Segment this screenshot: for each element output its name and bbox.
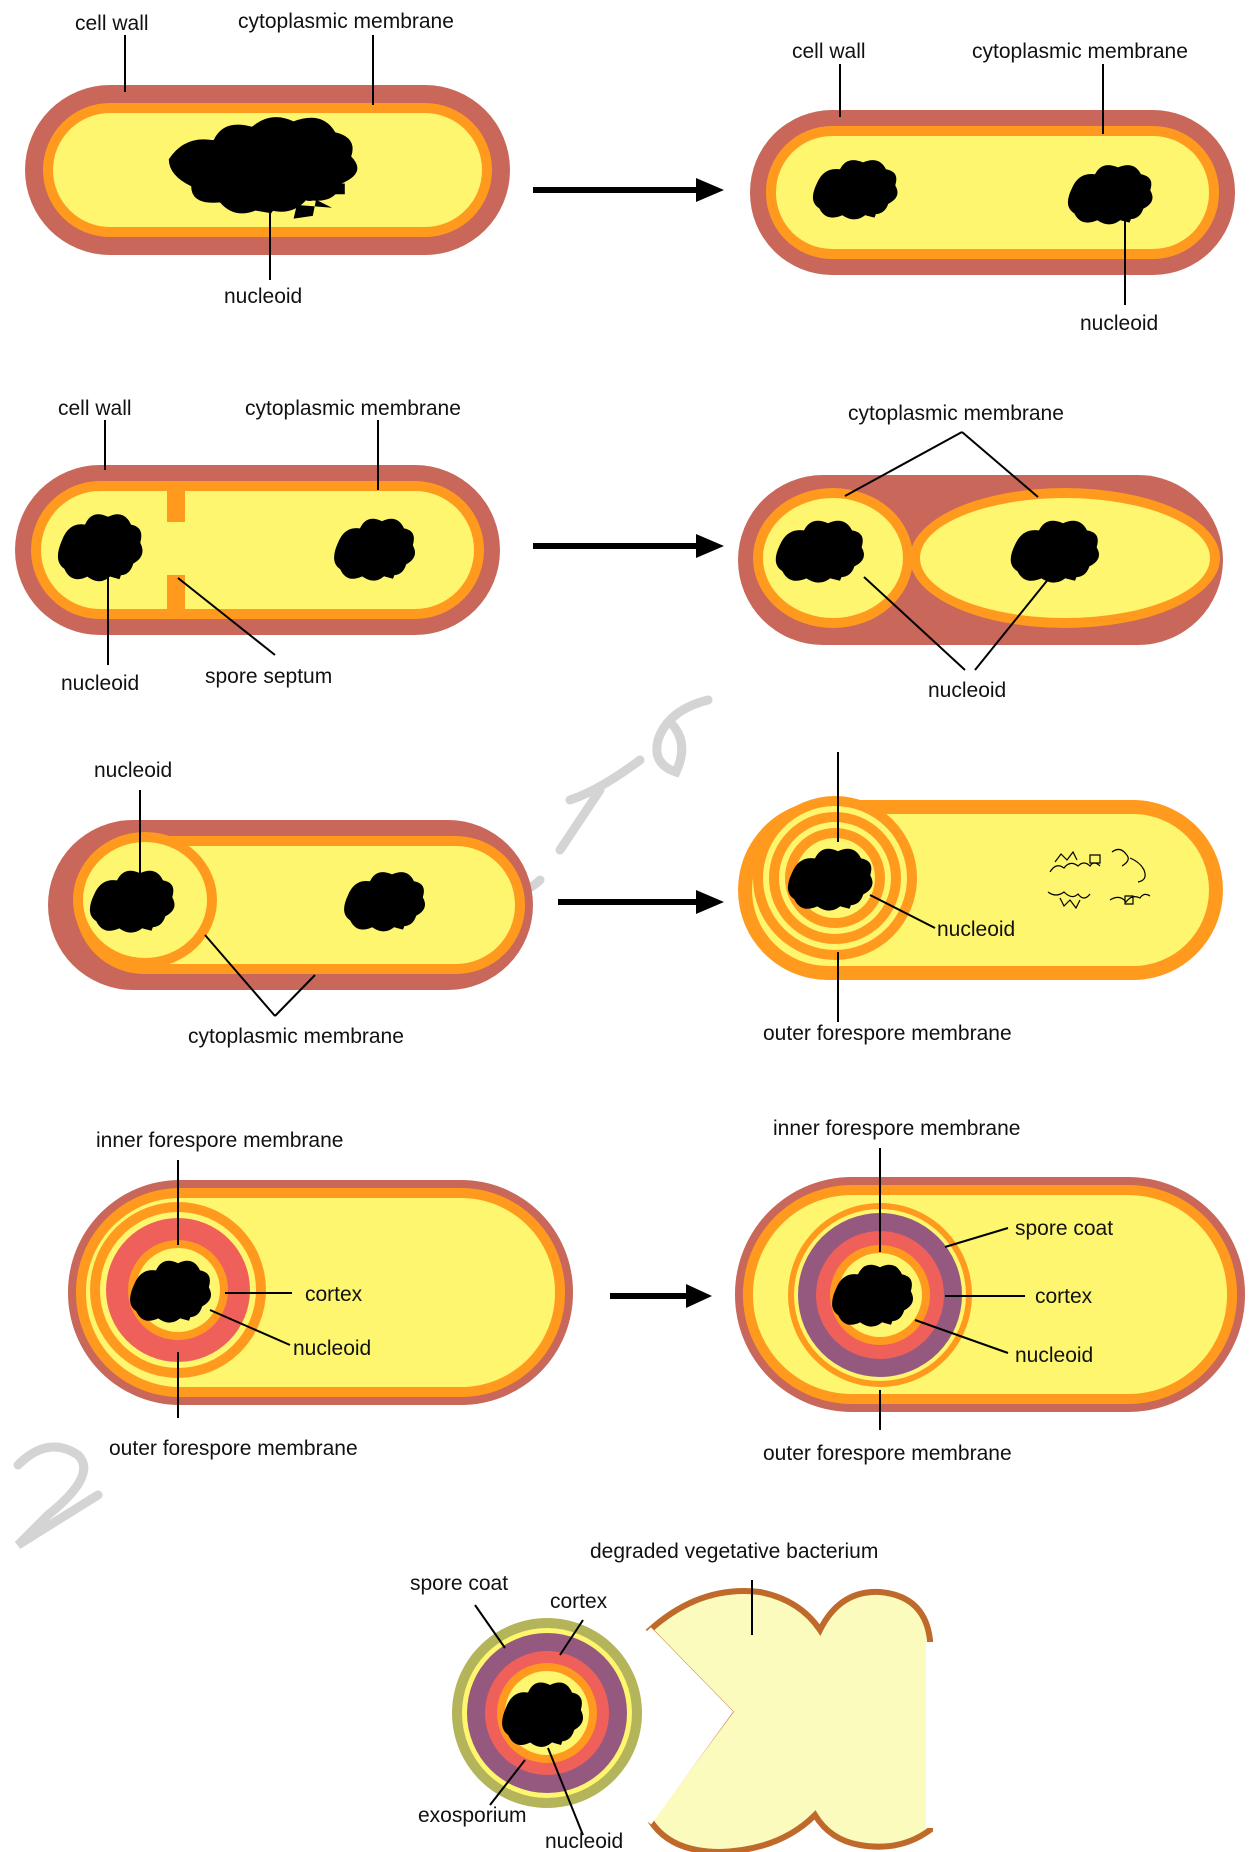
label-cell-wall: cell wall <box>58 397 132 420</box>
label-cytoplasmic-membrane: cytoplasmic membrane <box>188 1025 404 1048</box>
label-inner-forespore-membrane: inner forespore membrane <box>96 1129 343 1152</box>
cell-row3-left <box>48 820 533 990</box>
label-cytoplasmic-membrane: cytoplasmic membrane <box>972 40 1188 63</box>
label-nucleoid: nucleoid <box>1015 1344 1093 1367</box>
label-cortex: cortex <box>305 1283 363 1306</box>
label-spore-coat: spore coat <box>410 1572 508 1595</box>
label-exosporium: exosporium <box>418 1804 527 1827</box>
label-outer-forespore-membrane: outer forespore membrane <box>763 1022 1012 1045</box>
cell-row3-right <box>738 796 1223 980</box>
label-inner-forespore-membrane: inner forespore membrane <box>773 1117 1020 1140</box>
cell-row2-right <box>738 475 1223 645</box>
label-nucleoid: nucleoid <box>545 1830 623 1852</box>
label-cell-wall: cell wall <box>75 12 149 35</box>
arrow <box>558 890 724 914</box>
label-outer-forespore-membrane: outer forespore membrane <box>763 1442 1012 1465</box>
label-spore-septum: spore septum <box>205 665 332 688</box>
label-cytoplasmic-membrane: cytoplasmic membrane <box>238 10 454 33</box>
label-spore-coat: spore coat <box>1015 1217 1113 1240</box>
cell-row1-left <box>25 85 510 255</box>
degraded-vegetative-bacterium <box>648 1591 930 1852</box>
label-cell-wall: cell wall <box>792 40 866 63</box>
label-nucleoid: nucleoid <box>293 1337 371 1360</box>
label-nucleoid: nucleoid <box>61 672 139 695</box>
arrow <box>533 534 724 558</box>
label-outer-forespore-membrane: outer forespore membrane <box>109 1437 358 1460</box>
cell-row4-right <box>735 1177 1245 1412</box>
label-nucleoid: nucleoid <box>224 285 302 308</box>
mature-endospore <box>452 1618 642 1808</box>
label-cortex: cortex <box>1035 1285 1093 1308</box>
cell-row2-left <box>15 465 500 635</box>
label-cytoplasmic-membrane: cytoplasmic membrane <box>848 402 1064 425</box>
label-nucleoid: nucleoid <box>937 918 1015 941</box>
label-nucleoid: nucleoid <box>928 679 1006 702</box>
label-cortex: cortex <box>550 1590 608 1613</box>
arrow <box>610 1284 712 1308</box>
spore-septum <box>167 490 185 522</box>
arrow <box>533 178 724 202</box>
label-cytoplasmic-membrane: cytoplasmic membrane <box>245 397 461 420</box>
label-degraded-vegetative-bacterium: degraded vegetative bacterium <box>590 1540 878 1563</box>
label-nucleoid: nucleoid <box>1080 312 1158 335</box>
cell-row1-right <box>750 110 1235 275</box>
label-nucleoid: nucleoid <box>94 759 172 782</box>
